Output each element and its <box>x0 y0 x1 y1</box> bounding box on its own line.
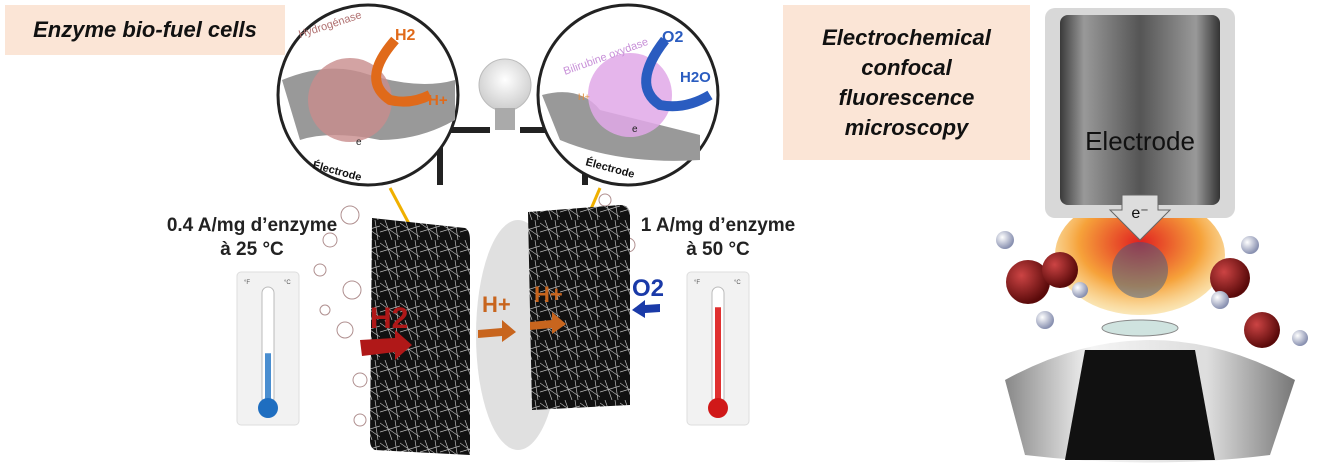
title-line-4: microscopy <box>844 114 969 140</box>
h-plus-label: H+ <box>428 92 448 109</box>
proton-arrow-icon <box>478 320 516 342</box>
electrode-cylinder-label: Electrode <box>1085 126 1195 156</box>
thermometer-right-icon: °F °C <box>686 271 750 426</box>
thermometer-right-c-label: °C <box>734 280 741 286</box>
right-performance-rate: 1 A/mg d’enzyme <box>640 215 796 236</box>
electron-symbol: e⁻ <box>1131 205 1148 222</box>
cell-h2-label: H2 <box>370 302 408 335</box>
left-performance-rate: 0.4 A/mg d’enzyme <box>166 215 338 236</box>
anode-electrode <box>370 218 470 455</box>
cathode-electron-label: e <box>632 124 638 135</box>
right-performance: 1 A/mg d’enzyme à 50 °C <box>623 214 813 262</box>
left-performance: 0.4 A/mg d’enzyme à 25 °C <box>157 214 347 262</box>
electron-label: e <box>356 137 362 148</box>
cell-o2-label: O2 <box>632 275 664 302</box>
enzyme-biofuel-title-box: Enzyme bio-fuel cells <box>5 5 285 55</box>
bilirubin-oxidase-inset: Bilirubine oxydase O2 H2O H+ e Électrode <box>536 3 720 187</box>
h2-label: H2 <box>395 27 416 44</box>
cell-h-plus-right: H+ <box>534 282 563 307</box>
left-performance-temp: à 25 °C <box>220 239 284 260</box>
light-bulb-icon <box>478 58 532 130</box>
hydrogenase-inset: Hydrogénase H2 H+ e Électrode <box>276 3 460 187</box>
cathode-electrode <box>528 205 630 410</box>
title-line-3: fluorescence <box>838 84 975 110</box>
enzyme-biofuel-title: Enzyme bio-fuel cells <box>33 17 257 42</box>
cathode-h-plus-label: H+ <box>578 92 590 102</box>
right-performance-temp: à 50 °C <box>686 239 750 260</box>
h2-arrow-icon <box>360 330 412 360</box>
o2-arrow-icon <box>632 300 660 318</box>
thermometer-left-f-label: °F <box>244 280 250 286</box>
confocal-microscope-illustration: Electrode e⁻ <box>996 8 1308 463</box>
thermometer-left-icon: °F °C <box>236 271 300 426</box>
thermometer-left-c-label: °C <box>284 280 291 286</box>
proton-arrow-2-icon <box>530 312 566 334</box>
microscopy-title-box: Electrochemical confocal fluorescence mi… <box>783 5 1030 160</box>
h2o-label: H2O <box>680 69 711 86</box>
thermometer-right-f-label: °F <box>694 280 700 286</box>
cell-h-plus-left: H+ <box>482 292 511 317</box>
title-line-2: confocal <box>861 54 952 80</box>
electron-arrow-icon <box>1108 194 1172 241</box>
title-line-1: Electrochemical <box>822 24 991 50</box>
o2-label: O2 <box>662 29 683 46</box>
